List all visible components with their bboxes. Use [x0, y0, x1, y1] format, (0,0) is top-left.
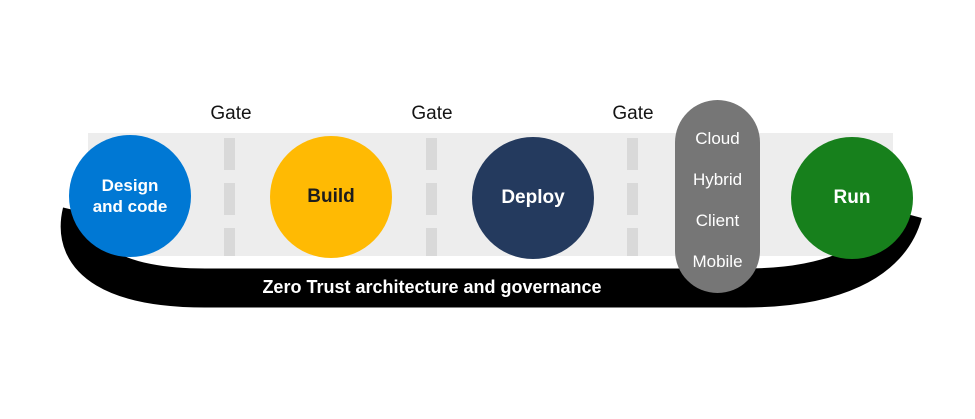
gate-label-2: Gate — [411, 103, 453, 124]
stage-circle-run: Run — [791, 137, 913, 259]
stage-label-design-line1: Design — [101, 176, 159, 195]
platform-item-client: Client — [695, 211, 740, 230]
platform-item-hybrid: Hybrid — [692, 170, 743, 189]
stage-label-deploy: Deploy — [501, 187, 565, 208]
stage-label-build: Build — [307, 186, 355, 207]
gate-dashed-line-1 — [224, 138, 235, 256]
gate-dashed-line-3 — [627, 138, 638, 256]
governance-banner-label: Zero Trust architecture and governance — [262, 277, 602, 297]
stage-circle-build: Build — [270, 136, 392, 258]
platform-pill: Cloud Hybrid Client Mobile — [675, 100, 760, 293]
stage-circle-deploy: Deploy — [472, 137, 594, 259]
gate-dashed-line-2 — [426, 138, 437, 256]
gate-label-3: Gate — [612, 103, 654, 124]
gate-label-1: Gate — [210, 103, 252, 124]
platform-item-mobile: Mobile — [692, 252, 743, 271]
platform-item-cloud: Cloud — [695, 129, 740, 148]
stage-circle-design-and-code: Design and code — [69, 135, 191, 257]
stage-label-design-line2: and code — [92, 197, 168, 216]
stage-label-run: Run — [833, 187, 871, 208]
